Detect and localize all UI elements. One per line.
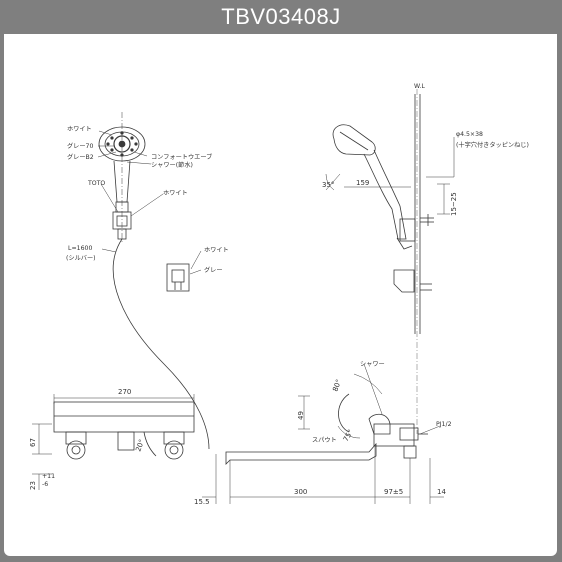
label-holder-gray: グレー (204, 266, 223, 274)
lower-bracket (393, 269, 432, 293)
dim-range-15-25: 15~25 (450, 192, 458, 216)
label-hose-color: (シルバー) (66, 255, 96, 262)
spout (225, 442, 377, 465)
dimension-lines-bottom-left (32, 394, 195, 490)
faucet-body-front (53, 401, 195, 460)
dim-length-159: 159 (356, 179, 369, 187)
dim-tol-minus: -6 (42, 481, 48, 488)
leader-lines-left (97, 130, 202, 275)
screw-pins (420, 214, 434, 226)
label-screw-size: φ4.5×38 (456, 131, 483, 138)
label-gray-b2: グレーB2 (67, 153, 94, 161)
label-shower-saving: シャワー(節水) (151, 161, 193, 169)
label-comfort-wave: コンフォートウエーブ (151, 153, 212, 161)
dim-length-97: 97±5 (384, 488, 403, 496)
dim-angle-20: 20° (134, 438, 146, 452)
dim-lever-23: 23 (29, 481, 37, 490)
label-toto: TOTO (87, 180, 105, 187)
label-white-1: ホワイト (67, 126, 92, 133)
dim-angle-80: 80° (331, 378, 343, 392)
dim-width-270: 270 (118, 388, 131, 396)
drawing-svg: W.L ホワイト グレー70 グレーB2 コンフォートウエーブ シャワー(節水)… (29, 83, 529, 506)
dim-height-67: 67 (29, 438, 37, 447)
label-gray-70: グレー70 (67, 142, 93, 150)
header-bar: TBV03408J (0, 0, 562, 34)
dim-angle-35: 35° (322, 181, 334, 189)
label-spout: スパウト (312, 436, 337, 444)
dim-angle-75: 75° (342, 428, 355, 443)
dimension-lines-right-top (325, 137, 455, 215)
label-shower: シャワー (360, 361, 385, 368)
label-water-level: W.L (414, 83, 425, 90)
dim-tol-plus: +11 (42, 473, 55, 480)
dimension-lines-bottom-right (202, 363, 444, 504)
dim-length-14: 14 (437, 488, 446, 496)
label-pipe-thread: PJ1/2 (436, 421, 452, 428)
holder-detail (166, 263, 190, 292)
page-title: TBV03408J (221, 4, 341, 29)
slide-bar (414, 89, 421, 434)
faucet-body-side (338, 393, 428, 459)
shower-hose (112, 238, 210, 450)
shower-head-side (332, 124, 416, 250)
label-white-2: ホワイト (163, 190, 188, 197)
technical-drawing: W.L ホワイト グレー70 グレーB2 コンフォートウエーブ シャワー(節水)… (4, 34, 557, 556)
label-screw-type: (十字穴付きタッピンねじ) (456, 141, 529, 149)
dim-length-300: 300 (294, 488, 307, 496)
dim-height-49: 49 (297, 411, 305, 420)
dim-offset-15-5: 15.5 (194, 498, 210, 506)
label-holder-white: ホワイト (204, 247, 229, 254)
label-hose-length: L=1600 (68, 245, 92, 252)
shower-head-front (98, 112, 146, 244)
